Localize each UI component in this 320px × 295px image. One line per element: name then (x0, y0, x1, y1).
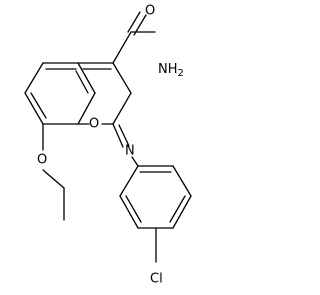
ring-oxygen-label: O (89, 117, 99, 132)
benzo-ring (24, 62, 96, 125)
imine-nitrogen-label: N (125, 144, 135, 159)
pyran-ring (77, 62, 132, 125)
chlorine-label: Cl (150, 272, 163, 287)
carboxamide-group (112, 11, 156, 64)
carbonyl-oxygen-label: O (145, 4, 155, 19)
ethoxy-group (42, 123, 65, 221)
imine-bond (112, 123, 130, 148)
molecule-diagram: O NH2 O O N Cl (24, 4, 192, 287)
amide-nh-text: NH (158, 62, 178, 77)
chlorophenyl-ring (119, 156, 192, 263)
amide-h-subscript: 2 (178, 68, 184, 79)
ether-oxygen-label: O (37, 153, 47, 168)
amide-nitrogen-label: NH2 (158, 62, 184, 80)
